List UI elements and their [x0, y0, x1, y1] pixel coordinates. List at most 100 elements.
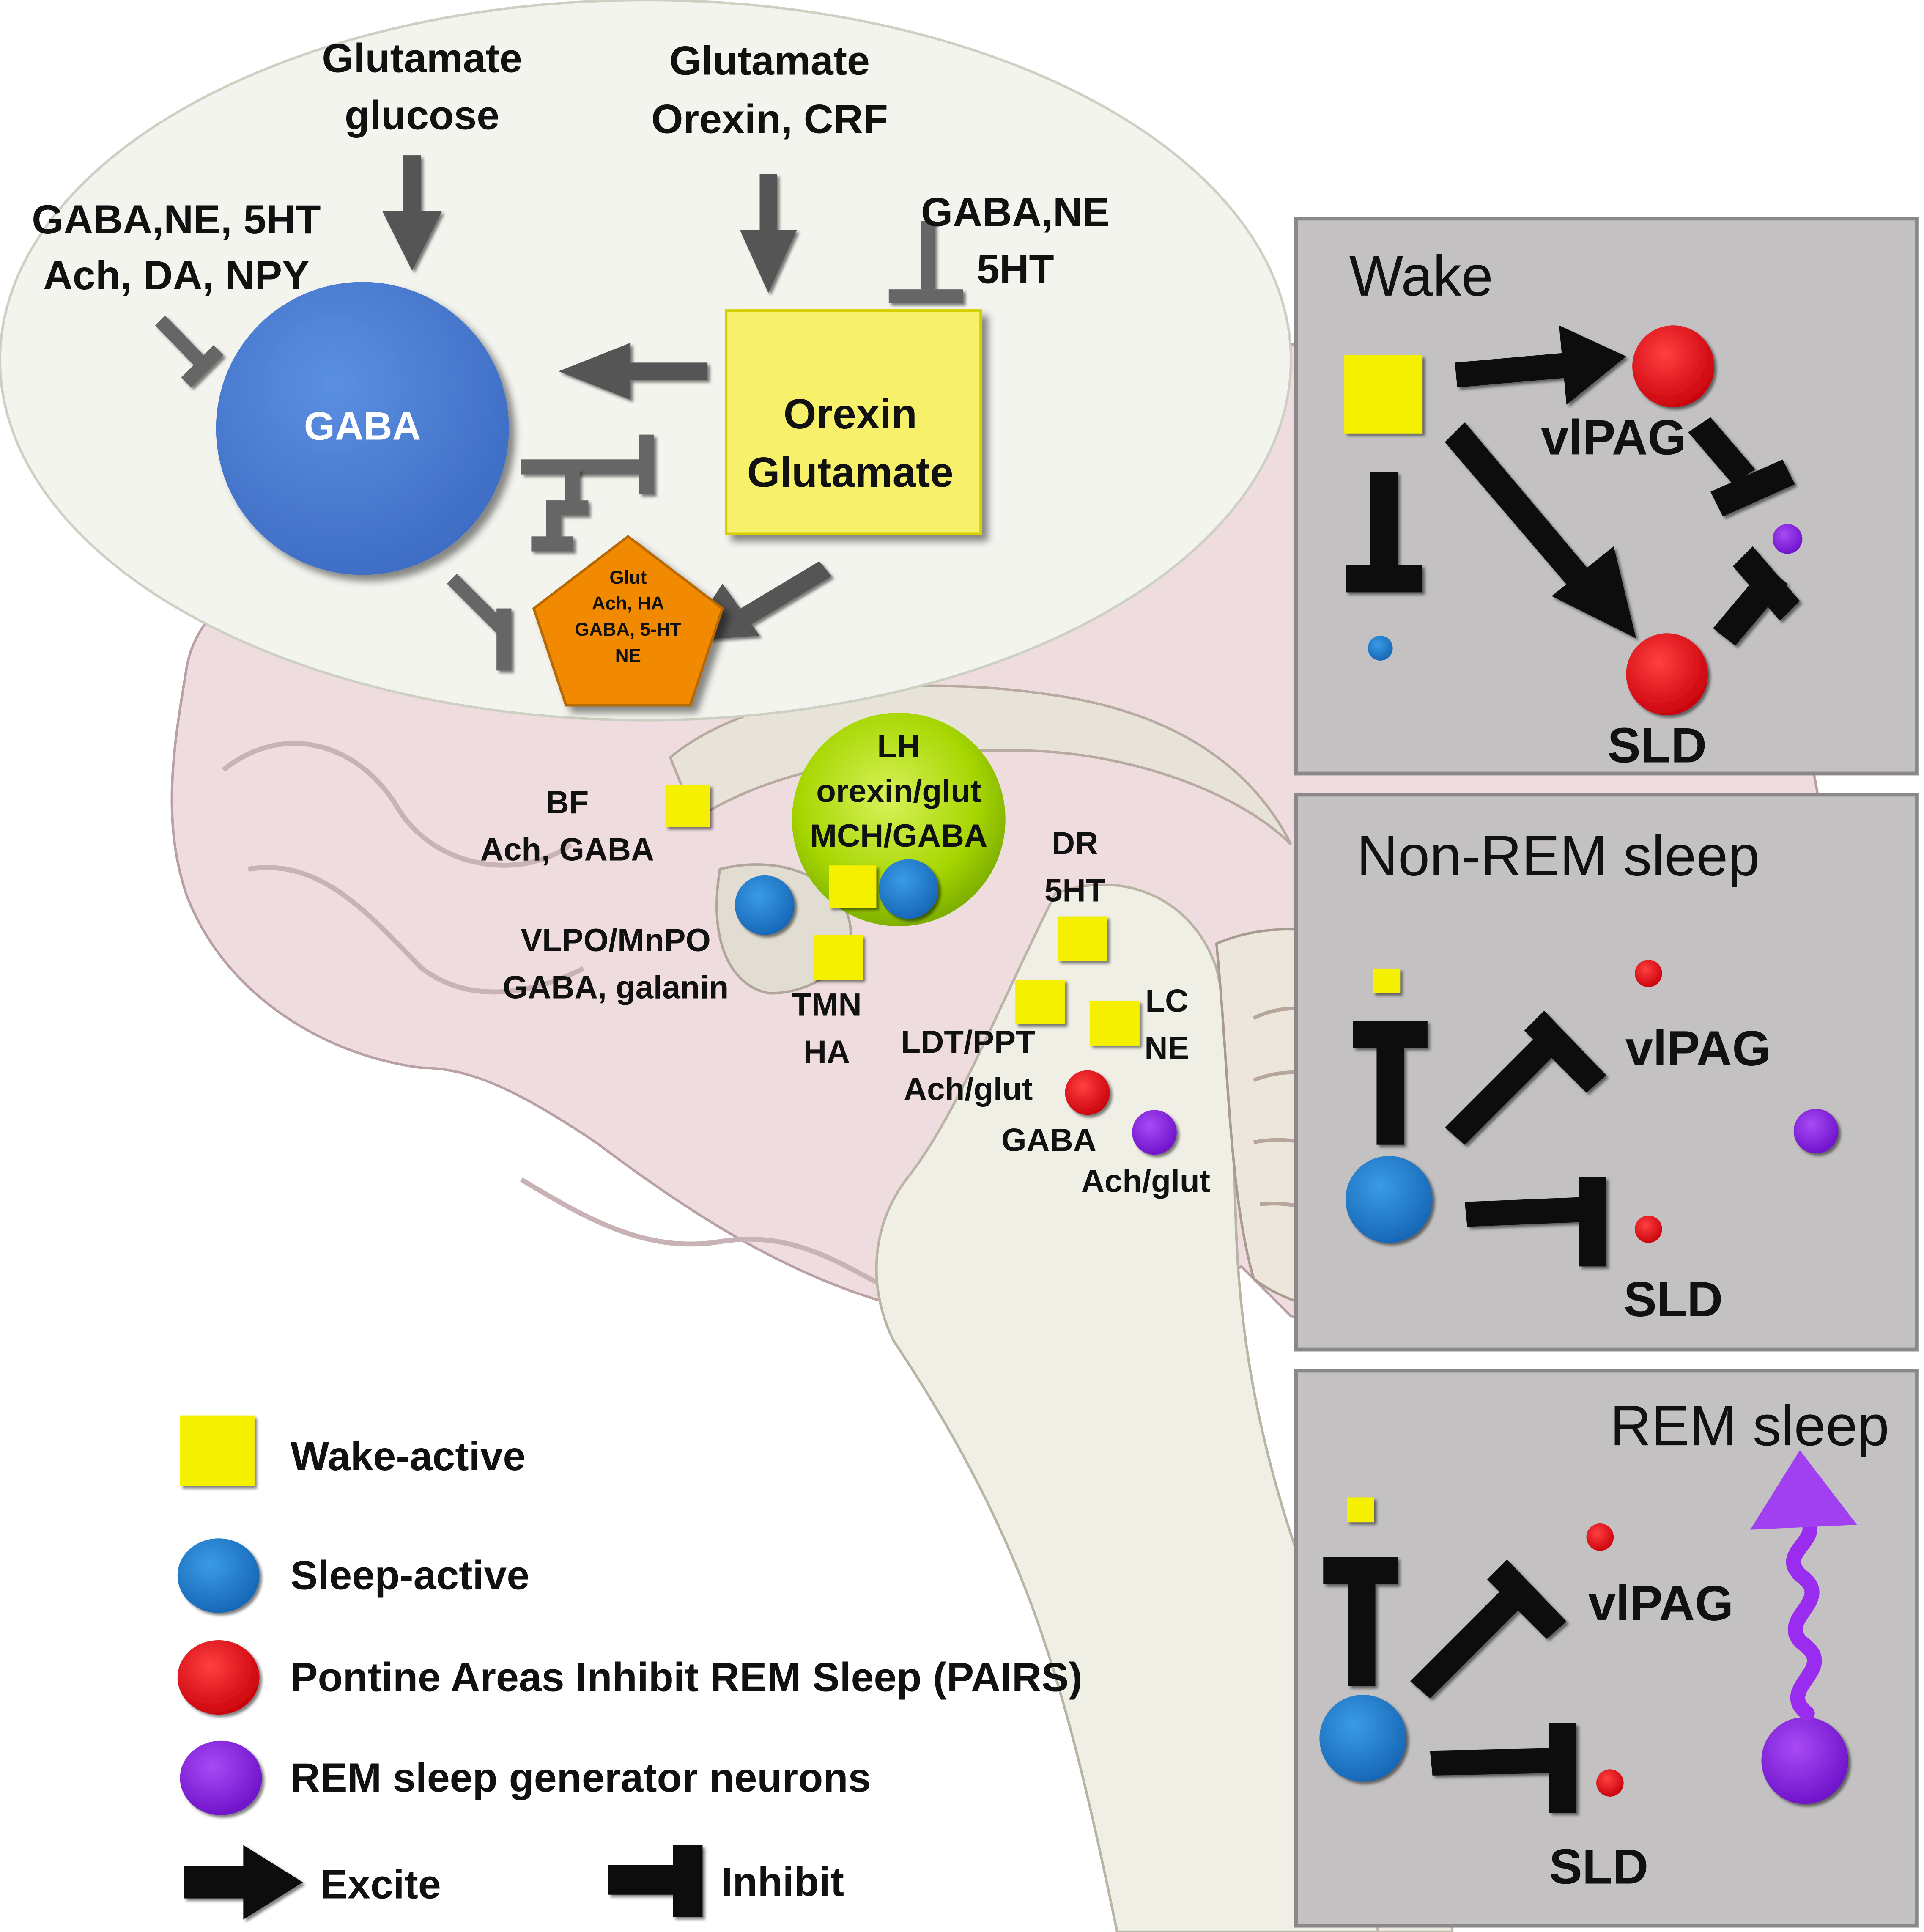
pentagon-label: NE	[615, 645, 641, 666]
cortex-fold	[248, 865, 585, 995]
wake-active-square	[1373, 968, 1401, 993]
legend-sleep-active-swatch	[177, 1538, 260, 1613]
orexin-label: Glutamate	[747, 449, 954, 496]
inhibitor-label: 5HT	[977, 246, 1054, 292]
legend-rem-generator-label: REM sleep generator neurons	[291, 1754, 871, 1800]
vlpag-label: vlPAG	[1625, 1021, 1771, 1076]
rem-generator-circle	[1772, 524, 1803, 554]
legend-rem-generator-swatch	[180, 1740, 262, 1815]
sleep-active-circle	[735, 875, 795, 935]
sld-label: SLD	[1607, 718, 1707, 773]
pentagon-node	[532, 535, 724, 707]
wake-active-square	[813, 935, 863, 980]
inset-lh-circuit: GABA Orexin Glutamate Glut Ach, HA GABA,…	[0, 0, 1292, 722]
inhibit-symbol	[1346, 472, 1423, 593]
legend-inhibit-symbol	[608, 1845, 703, 1917]
orexin-glutamate-box	[725, 309, 982, 535]
wake-active-square	[665, 785, 710, 827]
legend-wake-active-swatch	[180, 1415, 255, 1486]
wavy-arrow-head	[1750, 1450, 1857, 1530]
sleep-active-circle	[1346, 1156, 1433, 1243]
inhibitor-label: GABA,NE	[921, 189, 1110, 235]
sld-label: SLD	[1549, 1839, 1648, 1894]
sleep-active-circle	[1368, 636, 1393, 661]
wake-active-square	[1347, 1497, 1374, 1523]
excite-arrow	[740, 174, 797, 293]
wavy-arrow-shaft	[1786, 1507, 1822, 1721]
legend-wake-active-label: Wake-active	[291, 1433, 526, 1479]
pairs-circle	[1596, 1769, 1624, 1797]
panel-title: REM sleep	[1610, 1394, 1889, 1457]
lh-label: orexin/glut	[816, 774, 981, 810]
inhibit-symbol	[521, 434, 654, 494]
inhibit-symbol	[888, 221, 963, 303]
lc-label: LC	[1145, 983, 1188, 1019]
panel-title: Wake	[1349, 244, 1493, 308]
lh-label: LH	[877, 729, 920, 765]
wake-active-square	[1090, 1001, 1140, 1046]
orexin-label: Orexin	[784, 391, 917, 438]
inhibit-symbol	[155, 315, 224, 388]
lc-label: NE	[1144, 1030, 1189, 1066]
vlpag-label: vlPAG	[1588, 1575, 1734, 1631]
sld-label: SLD	[1624, 1271, 1723, 1327]
bf-label: BF	[546, 785, 589, 821]
tmn-label: HA	[803, 1034, 850, 1070]
panel-background	[1294, 217, 1919, 776]
cortex-fold	[520, 1177, 895, 1294]
rem-generator-circle	[1793, 1109, 1839, 1154]
pairs-circle	[1632, 325, 1714, 408]
panel-title: Non-REM sleep	[1357, 824, 1760, 888]
panel-wake: Wake vlPAG SLD	[1294, 217, 1919, 776]
inhibit-symbol	[1688, 417, 1795, 517]
sleep-active-circle	[879, 859, 939, 919]
gaba-region-label: GABA	[1001, 1122, 1096, 1158]
excite-arrow	[1455, 325, 1626, 405]
excite-arrow	[1444, 422, 1636, 639]
inhibit-symbol	[1353, 1021, 1428, 1145]
legend-sleep-active-label: Sleep-active	[291, 1552, 529, 1598]
pentagon-label: Ach, HA	[592, 593, 664, 614]
legend-inhibit-label: Inhibit	[721, 1859, 844, 1905]
ldt-label: LDT/PPT	[901, 1024, 1036, 1060]
legend-pairs-label: Pontine Areas Inhibit REM Sleep (PAIRS)	[291, 1654, 1083, 1700]
ldt-label: Ach/glut	[904, 1071, 1033, 1107]
pairs-circle	[1065, 1070, 1110, 1115]
vlpag-label: vlPAG	[1541, 410, 1686, 465]
rem-generator-circle	[1132, 1110, 1177, 1155]
dr-label: DR	[1052, 826, 1098, 862]
dr-label: 5HT	[1044, 873, 1105, 908]
input-label: Orexin, CRF	[651, 96, 888, 142]
bf-label: Ach, GABA	[480, 832, 654, 867]
pentagon-label: GABA, 5-HT	[575, 619, 681, 640]
tmn-label: TMN	[792, 987, 861, 1023]
legend-pairs-swatch	[177, 1640, 260, 1715]
excite-arrow	[382, 155, 442, 271]
vlpo-label: GABA, galanin	[503, 969, 729, 1005]
pairs-circle	[1635, 1216, 1662, 1243]
excite-arrow	[558, 343, 708, 400]
legend: Wake-active Sleep-active Pontine Areas I…	[177, 1415, 1083, 1920]
inhibit-symbol	[1430, 1723, 1577, 1813]
ach-glut-label: Ach/glut	[1081, 1163, 1210, 1199]
inhibitor-label: Ach, DA, NPY	[43, 252, 310, 298]
input-label: glucose	[345, 92, 499, 138]
lh-label: MCH/GABA	[810, 818, 987, 854]
wake-active-square	[829, 865, 877, 908]
legend-excite-label: Excite	[320, 1861, 441, 1907]
input-label: Glutamate	[322, 35, 522, 81]
pairs-circle	[1635, 960, 1662, 987]
inhibit-symbol	[1444, 1010, 1606, 1145]
pairs-circle	[1626, 633, 1708, 716]
inhibit-symbol	[447, 574, 512, 671]
legend-excite-arrow	[184, 1845, 303, 1920]
gaba-label: GABA	[304, 403, 421, 448]
pairs-circle	[1586, 1523, 1614, 1551]
panel-nrem: Non-REM sleep vlPAG SLD	[1294, 793, 1919, 1352]
input-label: Glutamate	[669, 37, 870, 83]
pentagon-label: Glut	[609, 567, 647, 588]
wake-active-square	[1015, 980, 1065, 1024]
inhibit-symbol	[531, 469, 589, 552]
panel-rem: REM sleep vlPAG SLD	[1294, 1369, 1919, 1928]
